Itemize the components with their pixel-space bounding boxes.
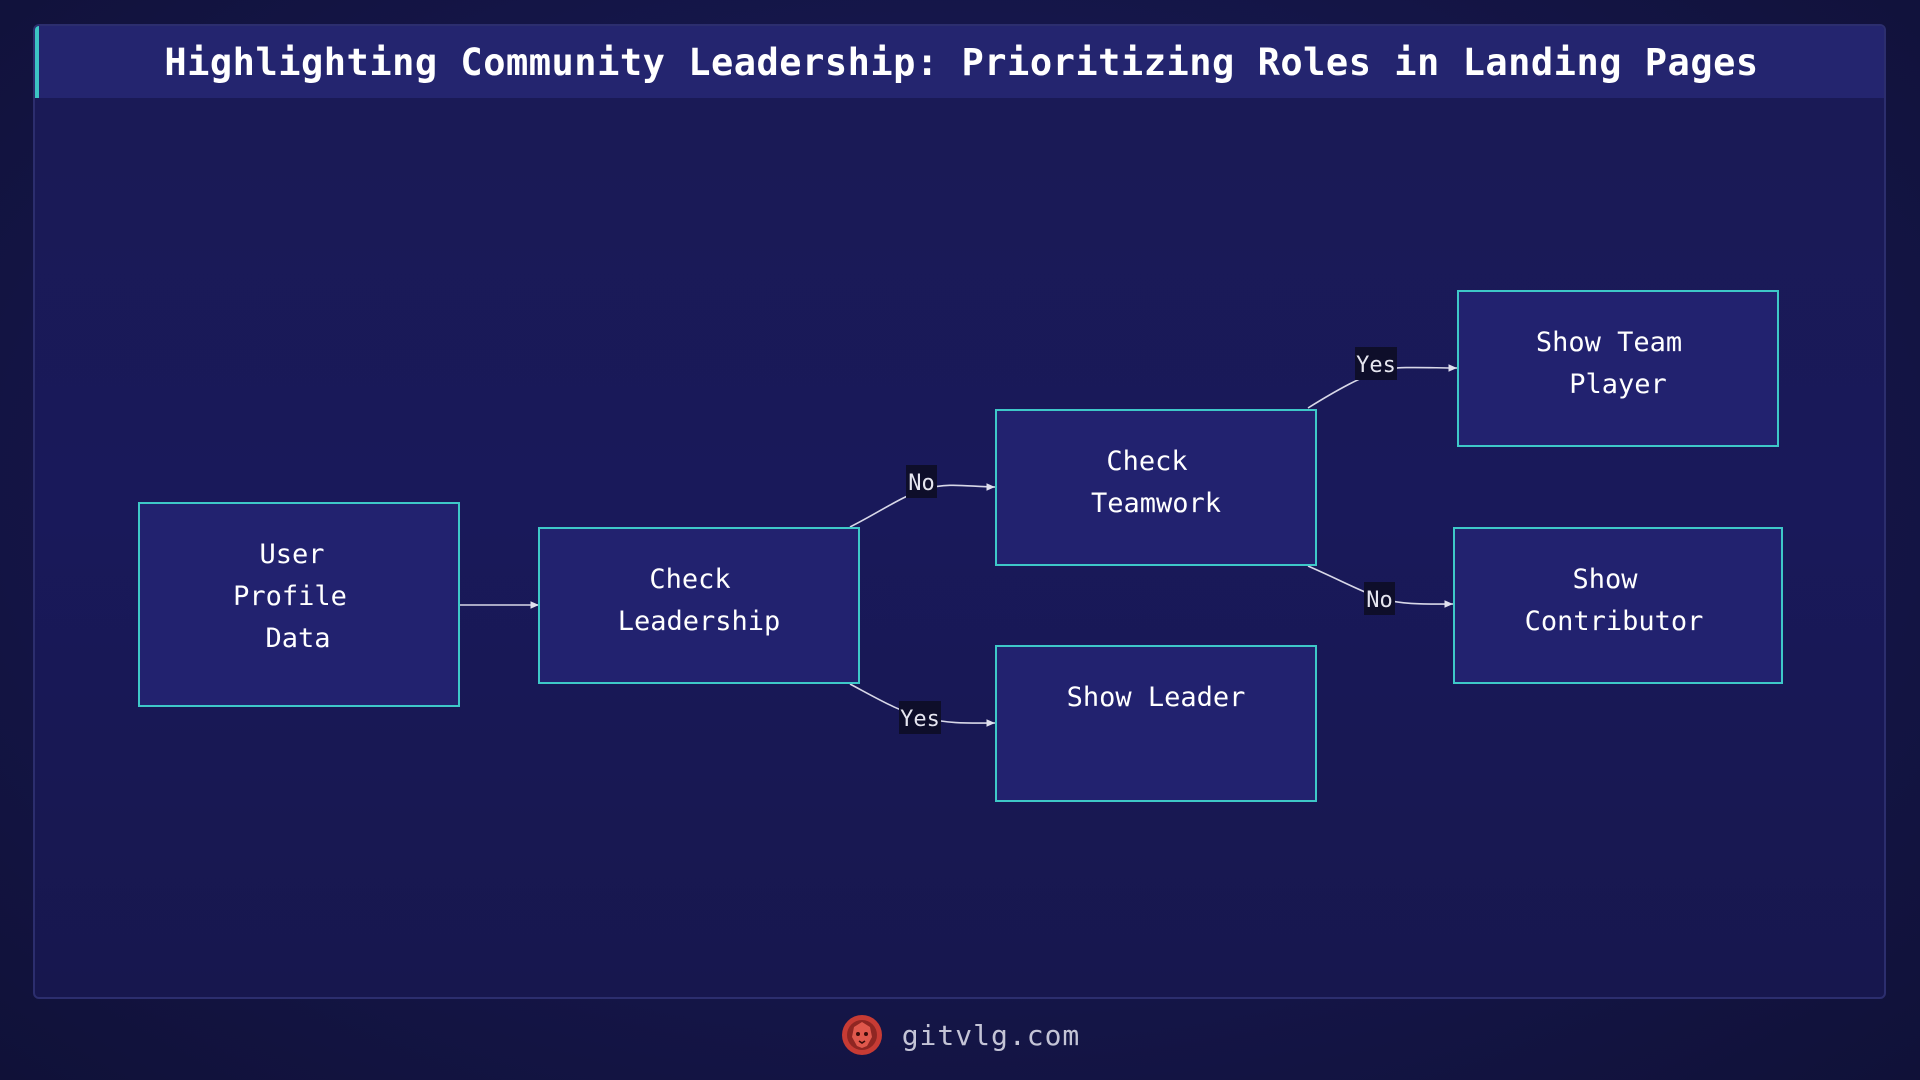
svg-text:Profile: Profile [233,581,347,612]
svg-text:No: No [1366,588,1393,613]
svg-text:Show Team: Show Team [1536,327,1682,358]
svg-text:Yes: Yes [1356,353,1396,378]
title-bar: Highlighting Community Leadership: Prior… [35,26,1884,98]
node-user-profile-data: User Profile Data [138,502,460,707]
svg-text:Show: Show [1572,564,1638,595]
svg-text:Leadership: Leadership [618,606,781,637]
svg-text:Teamwork: Teamwork [1091,488,1221,519]
footer-site-link[interactable]: gitvlg.com [901,1018,1081,1052]
edge-label-no-1: No [906,465,937,498]
page-title: Highlighting Community Leadership: Prior… [164,40,1759,84]
svg-text:Contributor: Contributor [1525,606,1704,637]
svg-text:Yes: Yes [900,707,940,732]
svg-text:User: User [259,539,324,570]
node-show-team-player: Show Team Player [1457,290,1779,447]
edge-label-yes-1: Yes [899,701,941,734]
svg-text:Player: Player [1569,369,1667,400]
svg-text:Show Leader: Show Leader [1067,682,1246,713]
node-check-leadership: Check Leadership [538,527,860,684]
node-show-contributor: Show Contributor [1453,527,1783,684]
edge-label-yes-2: Yes [1355,347,1397,380]
node-check-teamwork: Check Teamwork [995,409,1317,566]
svg-text:Check: Check [649,564,730,595]
edge-label-no-2: No [1364,582,1395,615]
lion-head-icon [841,1015,882,1055]
svg-text:No: No [908,471,935,496]
svg-text:Check: Check [1106,446,1187,477]
svg-text:Data: Data [265,623,330,654]
node-show-leader: Show Leader [995,645,1317,802]
footer: gitvlg.com [0,1010,1920,1060]
